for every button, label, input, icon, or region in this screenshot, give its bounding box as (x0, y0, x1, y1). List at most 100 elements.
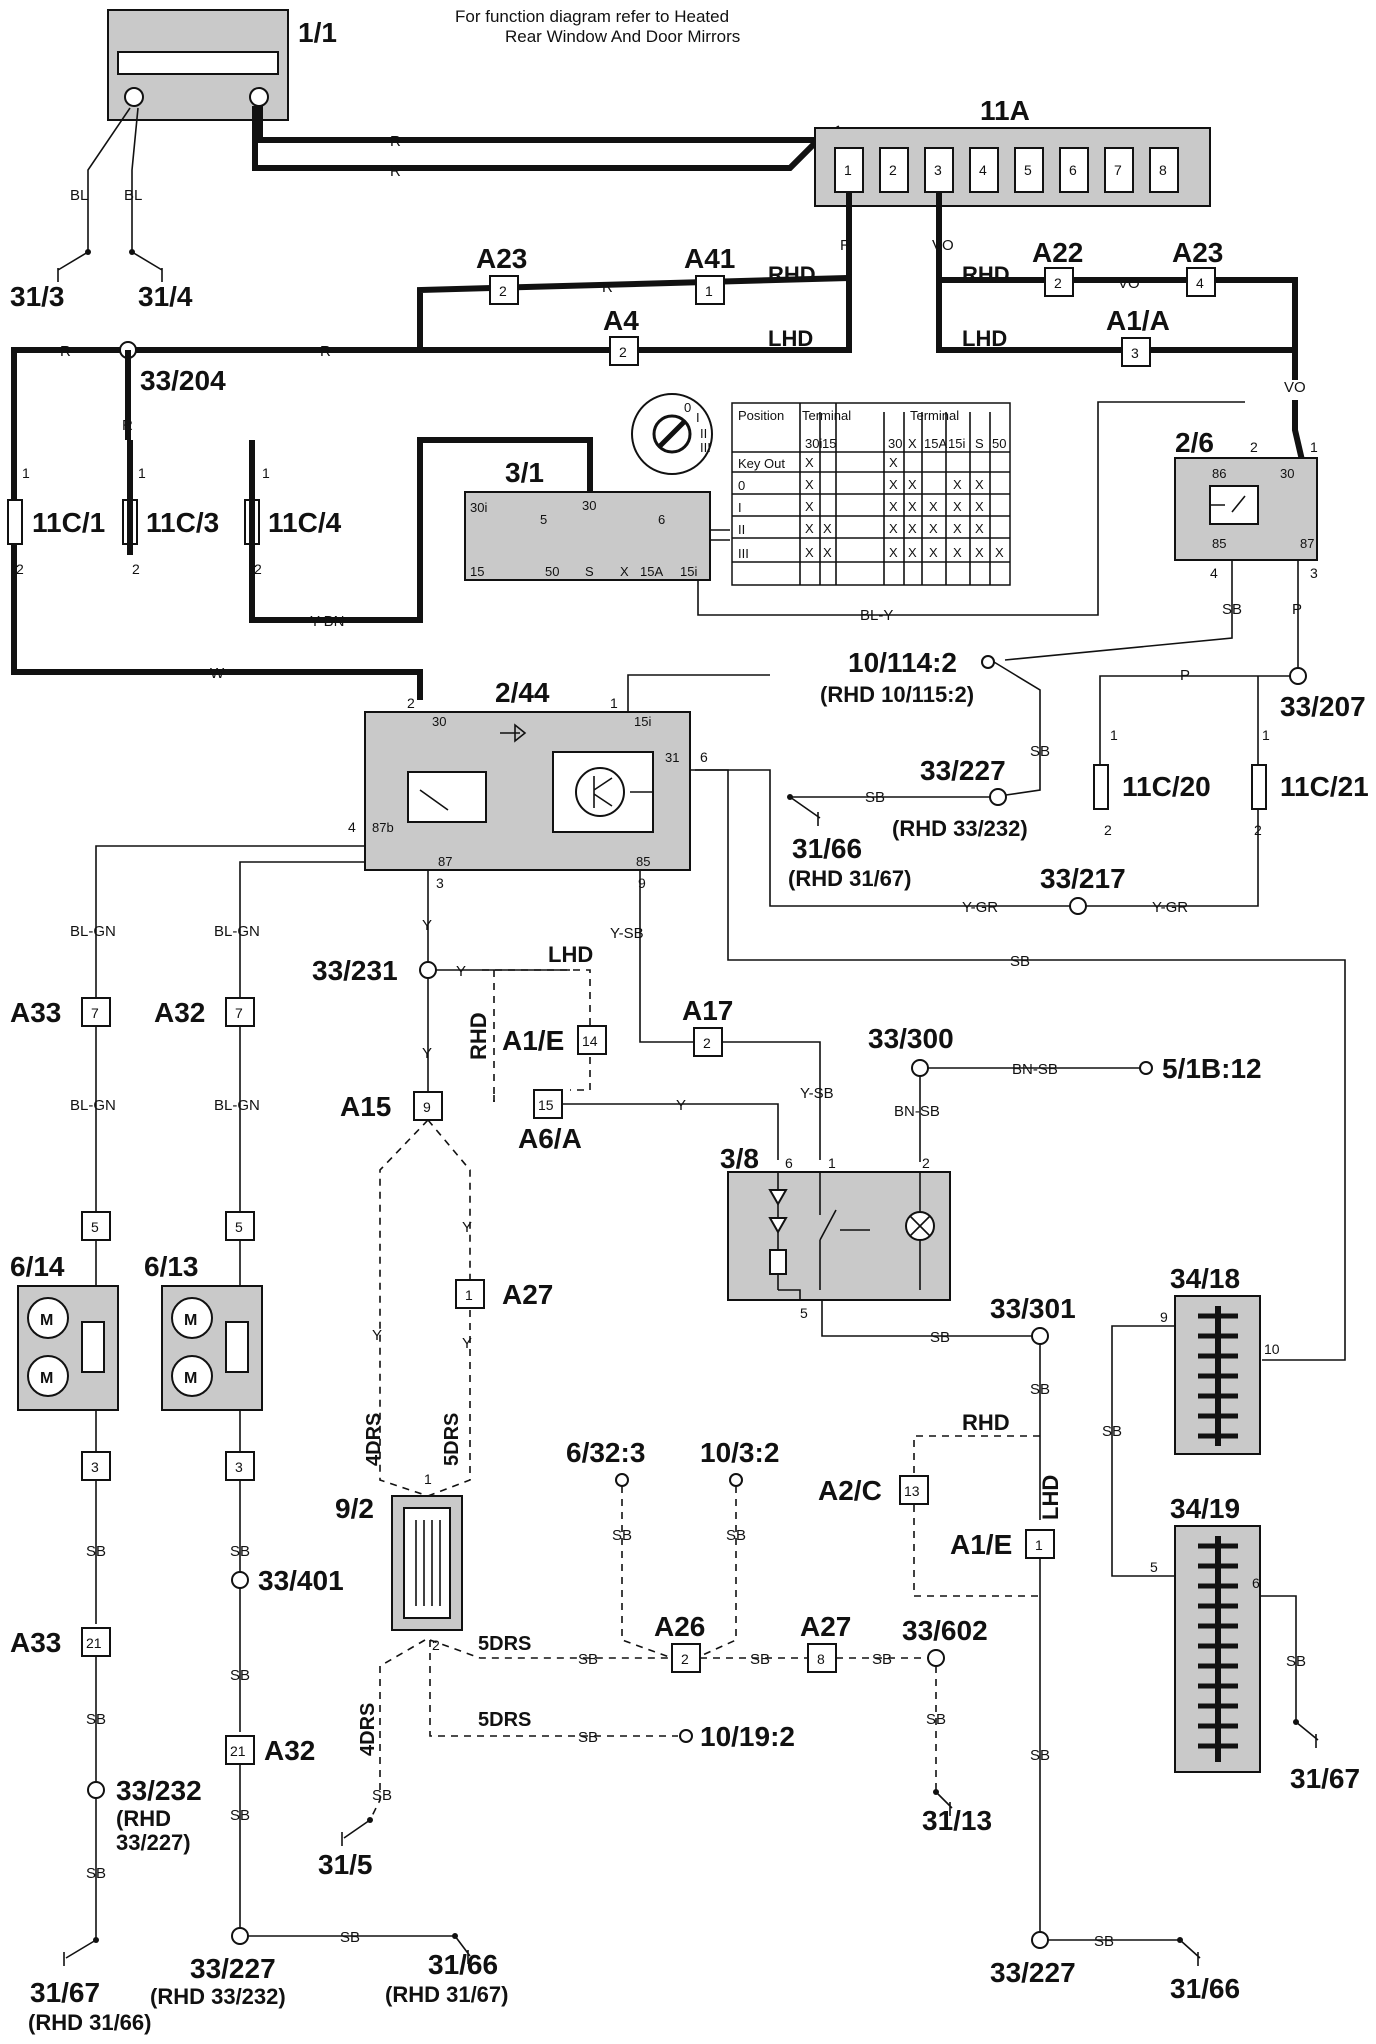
key-dial (631, 393, 713, 475)
relay-2-6-p30: 30 (1280, 466, 1294, 481)
table-col-x: X (908, 436, 917, 451)
splice-33-207: 33/207 (1280, 691, 1366, 722)
table-col-30: 30 (888, 436, 902, 451)
wire-4drs-1: 4DRS (363, 1413, 385, 1466)
module-34-19-label: 34/19 (1170, 1493, 1240, 1524)
ground-31-66b: 31/66 (428, 1949, 498, 1980)
wire-sb-long: SB (1010, 953, 1030, 970)
table-position: Position (738, 408, 784, 423)
m614-bot-pin: 3 (91, 1459, 99, 1475)
table-cell-mark: X (953, 477, 962, 492)
wire-bn-sb-1: BN-SB (1012, 1061, 1058, 1078)
wire-5drs-1: 5DRS (441, 1413, 463, 1466)
ground-31-66a: 31/66 (792, 833, 862, 864)
conn-a2c: A2/C (818, 1475, 882, 1506)
conn-a4-pin: 2 (619, 344, 627, 360)
ign-pin-30: 30 (582, 498, 596, 513)
table-cell-mark: X (929, 521, 938, 536)
wire-sb-l5: SB (230, 1807, 250, 1824)
relay-2-44-n3: 3 (436, 875, 444, 891)
wire-bn-sb-2: BN-SB (894, 1103, 940, 1120)
wire-sb-a1e: SB (1030, 1747, 1050, 1764)
conn-a33-top-pin: 7 (91, 1005, 99, 1021)
splice-33-401: 33/401 (258, 1565, 344, 1596)
wire-lhd-3: LHD (548, 942, 593, 967)
wire-sb-5drs-1: SB (578, 1651, 598, 1668)
switch-3-8-pin1: 1 (828, 1155, 836, 1171)
fuse-11c-3-label: 11C/3 (146, 507, 219, 538)
conn-a27-low: A27 (800, 1611, 851, 1642)
module-34-19 (1174, 1525, 1261, 1773)
relay-2-6-label: 2/6 (1175, 427, 1214, 458)
relay-2-6-n3: 3 (1310, 565, 1318, 581)
splice-6-32: 6/32:3 (566, 1437, 645, 1468)
ignition-switch-label: 3/1 (505, 457, 544, 488)
fusebox-pin-6: 6 (1069, 162, 1077, 178)
svg-text:M: M (40, 1312, 53, 1329)
relay-2-44-p31: 31 (665, 750, 679, 765)
wire-y-dash1: Y (462, 1219, 472, 1236)
table-cell-mark: X (823, 545, 832, 560)
table-cell-mark: X (953, 499, 962, 514)
splice-10-3: 10/3:2 (700, 1437, 779, 1468)
table-row-i: I (738, 500, 742, 515)
wire-y-dash2: Y (462, 1335, 472, 1352)
ign-pin-30i: 30i (470, 500, 487, 515)
m614-top-pin: 5 (91, 1219, 99, 1235)
wire-bl-gn-1: BL-GN (70, 923, 116, 940)
m613-top-pin: 5 (235, 1219, 243, 1235)
splice-10-19: 10/19:2 (700, 1721, 795, 1752)
wire-vo-relay: VO (1284, 379, 1306, 396)
ground-31-4: 31/4 (138, 281, 193, 312)
switch-3-8-pin6: 6 (785, 1155, 793, 1171)
motor-6-14-label: 6/14 (10, 1251, 65, 1282)
wire-vo-fuse3: VO (932, 237, 954, 254)
relay-2-44-n9: 9 (638, 875, 646, 891)
wire-r-top2: R (390, 163, 401, 180)
header-note-line1: For function diagram refer to Heated (455, 7, 729, 26)
relay-2-44-p30: 30 (432, 714, 446, 729)
wire-bl-gn-3: BL-GN (70, 1097, 116, 1114)
table-cell-mark: X (889, 521, 898, 536)
svg-text:M: M (184, 1370, 197, 1387)
ground-31-3: 31/3 (10, 281, 65, 312)
conn-a1e-mid-pin: 14 (582, 1033, 598, 1049)
table-cell-mark: X (929, 499, 938, 514)
wire-sb-103: SB (726, 1527, 746, 1544)
wire-y-2: Y (456, 963, 466, 980)
relay-2-6-p85: 85 (1212, 536, 1226, 551)
splice-33-227b: 33/227 (190, 1953, 276, 1984)
header-note-line2: Rear Window And Door Mirrors (505, 27, 740, 46)
splice-33-300: 33/300 (868, 1023, 954, 1054)
wire-sb-relay: SB (1222, 601, 1242, 618)
wire-sb-a26: SB (750, 1651, 770, 1668)
relay-2-6-p86: 86 (1212, 466, 1226, 481)
wire-y-sb-2: Y-SB (800, 1085, 834, 1102)
wire-bl-gn-4: BL-GN (214, 1097, 260, 1114)
table-col-15a: 15 (822, 436, 836, 451)
conn-a22: A22 (1032, 237, 1083, 268)
dial-pos-0: 0 (684, 400, 691, 415)
wire-sb-10114: SB (1030, 743, 1050, 760)
conn-a6a-pin: 15 (538, 1097, 554, 1113)
ign-pin-15: 15 (470, 564, 484, 579)
fusebox-pin-4: 4 (979, 162, 987, 178)
wire-rhd-2: RHD (962, 262, 1010, 287)
splice-33-217: 33/217 (1040, 863, 1126, 894)
fusebox-pin-5: 5 (1024, 162, 1032, 178)
fusebox-pin-2: 2 (889, 162, 897, 178)
conn-a17: A17 (682, 995, 733, 1026)
splice-33-231: 33/231 (312, 955, 398, 986)
conn-a27-mid: A27 (502, 1279, 553, 1310)
module-34-19-pin5: 5 (1150, 1559, 1158, 1575)
wire-r-left1: R (60, 343, 71, 360)
wire-r-top1: R (390, 133, 401, 150)
fusebox-pin-3: 3 (934, 162, 942, 178)
wire-y-gr-left: Y-GR (962, 899, 998, 916)
ign-pin-50: 50 (545, 564, 559, 579)
wire-rhd-1: RHD (768, 262, 816, 287)
wire-bl-y: BL-Y (860, 607, 893, 624)
conn-a15: A15 (340, 1091, 391, 1122)
wire-sb-4drs: SB (372, 1787, 392, 1804)
battery-1-1 (107, 9, 289, 121)
